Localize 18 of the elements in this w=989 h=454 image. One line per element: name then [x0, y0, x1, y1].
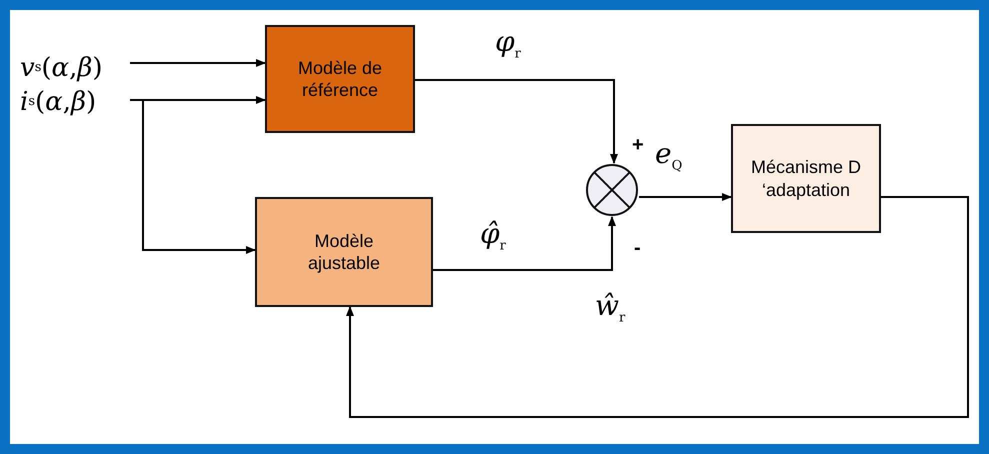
- block-label: Mécanisme D ‘adaptation: [750, 156, 862, 201]
- arrow: [130, 59, 266, 67]
- block-box: [265, 25, 415, 133]
- edge-label: φ$_{r}$: [495, 28, 521, 61]
- arrow: [415, 79, 618, 164]
- edge-label: e$_{Q}$: [655, 140, 682, 173]
- arrow: [346, 196, 969, 418]
- arrow: [130, 99, 256, 254]
- signal-label: ŵ$_{r}$: [595, 292, 626, 325]
- edge-label: φ̂$_{r}$: [480, 220, 506, 253]
- sign-label: +: [632, 135, 644, 155]
- arrow: [433, 216, 616, 271]
- block-label: Modèle ajustable: [306, 230, 382, 274]
- block-box: [255, 197, 433, 307]
- block-label: Modèle de référence: [296, 56, 384, 102]
- arrow: [639, 193, 732, 201]
- block-box: [731, 124, 881, 233]
- sign-label: -: [634, 238, 641, 258]
